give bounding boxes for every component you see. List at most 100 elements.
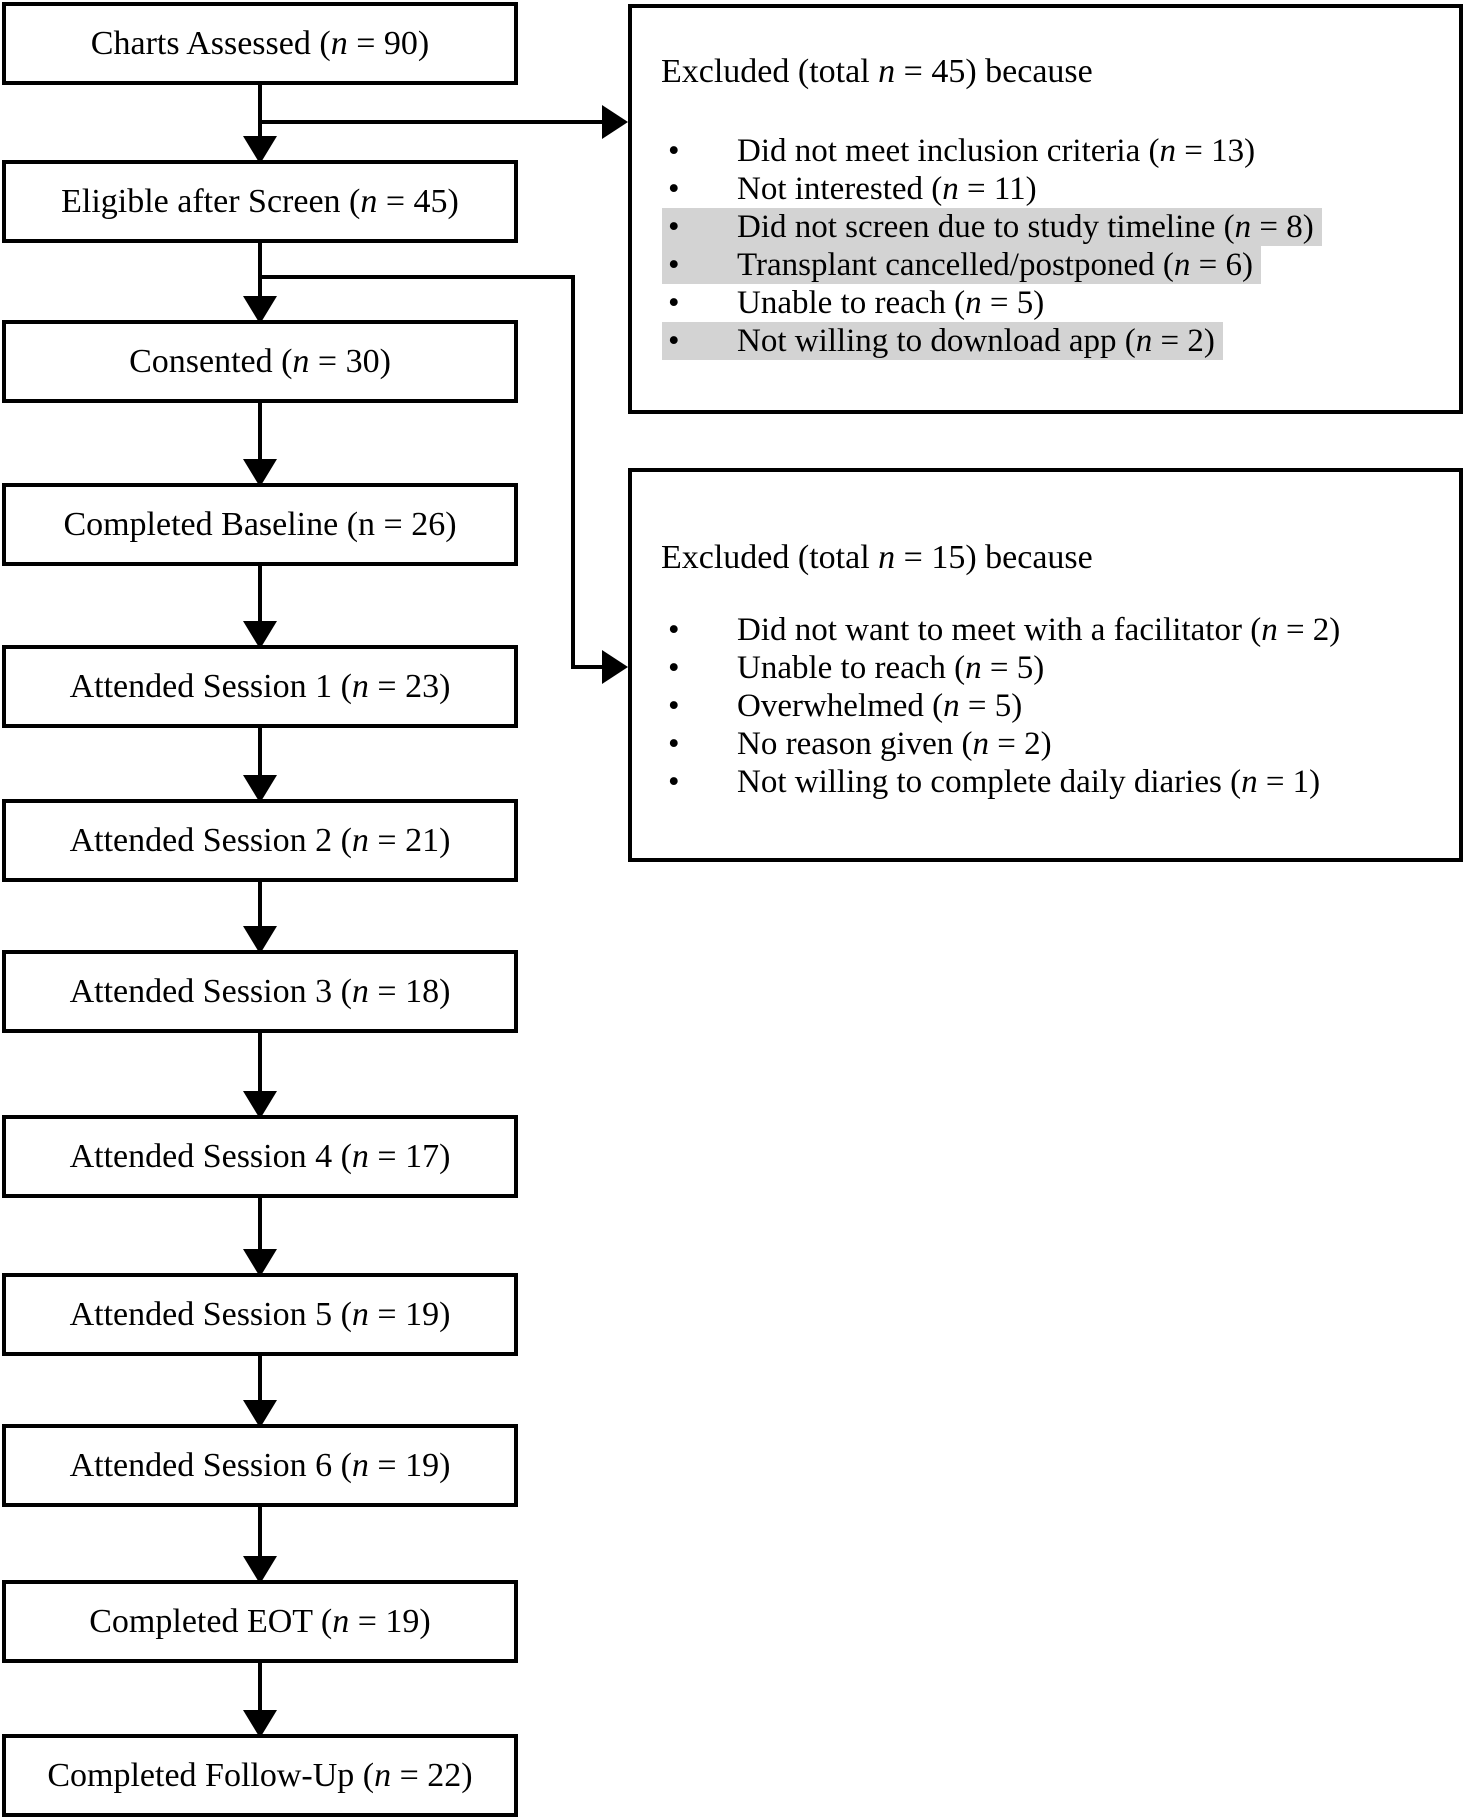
- flow-box-attended-session-4: Attended Session 4 (n = 17): [2, 1115, 518, 1198]
- bullet-marker: •: [668, 133, 680, 169]
- flow-arrowhead-down: [243, 1710, 277, 1738]
- n-variable: n: [878, 53, 896, 90]
- flow-connector-line: [258, 728, 262, 799]
- exclusion-bullet-list: •Did not meet inclusion criteria (n = 13…: [632, 132, 1459, 360]
- exclusion-bullet-row: • Not willing to complete daily diaries (…: [632, 763, 1459, 801]
- flow-box-label: Completed Follow-Up (n = 22): [47, 1756, 473, 1794]
- flow-connector-line: [258, 403, 262, 483]
- n-variable: n: [351, 1137, 369, 1175]
- n-variable: n: [1173, 247, 1191, 283]
- flow-connector-line: [258, 566, 262, 645]
- exclusion-bullet-row: • Unable to reach (n = 5): [632, 649, 1459, 687]
- n-variable: n: [332, 1602, 350, 1640]
- n-variable: n: [351, 667, 369, 705]
- flow-arrowhead-down: [243, 621, 277, 649]
- bullet-marker: •: [668, 650, 680, 686]
- flow-box-label: Completed EOT (n = 19): [89, 1602, 431, 1640]
- branch-line-to-excluded-45: [258, 120, 604, 124]
- bullet-text: Unable to reach (n = 5): [737, 285, 1045, 321]
- bullet-marker: •: [668, 209, 680, 245]
- bullet-text: Unable to reach (n = 5): [737, 650, 1045, 686]
- flow-arrowhead-down: [243, 1249, 277, 1277]
- flow-box-completed-baseline: Completed Baseline (n = 26): [2, 483, 518, 566]
- bullet-text: Not willing to complete daily diaries (n…: [737, 764, 1321, 800]
- n-variable: n: [351, 972, 369, 1010]
- flow-connector-line: [258, 1356, 262, 1424]
- flow-arrowhead-down: [243, 1400, 277, 1428]
- bullet-marker: •: [668, 764, 680, 800]
- bullet-marker: •: [668, 688, 680, 724]
- branch-line-to-excluded-15: [258, 275, 575, 279]
- flow-box-label: Attended Session 3 (n = 18): [69, 972, 451, 1010]
- bullet-text: Did not want to meet with a facilitator …: [737, 612, 1341, 648]
- highlighted-span: • Not willing to download app (n = 2): [662, 322, 1223, 360]
- bullet-span: •No reason given (n = 2): [662, 725, 1060, 763]
- exclusion-box-45: Excluded (total n = 45) because •Did not…: [628, 4, 1463, 414]
- exclusion-bullet-row: • Unable to reach (n = 5): [632, 284, 1459, 322]
- bullet-marker: •: [668, 285, 680, 321]
- bullet-text: Overwhelmed (n = 5): [737, 688, 1023, 724]
- flow-connector-line: [258, 243, 262, 320]
- bullet-marker: •: [668, 171, 680, 207]
- branch-arrowhead-right: [602, 105, 628, 139]
- bullet-marker: •: [668, 323, 680, 359]
- bullet-marker: •: [668, 612, 680, 648]
- flow-box-label: Consented (n = 30): [129, 342, 391, 380]
- flow-arrowhead-down: [243, 136, 277, 164]
- n-variable: n: [1261, 612, 1278, 648]
- branch-line-to-excluded-15: [571, 665, 604, 669]
- bullet-span: • Not willing to complete daily diaries (…: [662, 763, 1328, 801]
- flow-arrowhead-down: [243, 459, 277, 487]
- exclusion-bullet-row: • Overwhelmed (n = 5): [632, 687, 1459, 725]
- n-variable: n: [358, 505, 376, 543]
- flow-box-attended-session-1: Attended Session 1 (n = 23): [2, 645, 518, 728]
- branch-line-to-excluded-15: [571, 275, 575, 669]
- flow-box-eligible-after-screen: Eligible after Screen (n = 45): [2, 160, 518, 243]
- bullet-text: Did not screen due to study timeline (n …: [737, 209, 1314, 245]
- bullet-span: • Unable to reach (n = 5): [662, 649, 1052, 687]
- exclusion-header: Excluded (total n = 15) because: [661, 539, 1093, 576]
- flow-arrowhead-down: [243, 1091, 277, 1119]
- flow-box-attended-session-3: Attended Session 3 (n = 18): [2, 950, 518, 1033]
- flow-connector-line: [258, 1198, 262, 1273]
- flow-box-label: Attended Session 1 (n = 23): [69, 667, 451, 705]
- exclusion-bullet-row: • Not willing to download app (n = 2): [632, 322, 1459, 360]
- flow-box-consented: Consented (n = 30): [2, 320, 518, 403]
- n-variable: n: [374, 1756, 392, 1794]
- flow-connector-line: [258, 1663, 262, 1734]
- bullet-text: Transplant cancelled/postponed (n = 6): [737, 247, 1253, 283]
- flow-arrowhead-down: [243, 775, 277, 803]
- bullet-marker: •: [668, 247, 680, 283]
- flow-connector-line: [258, 1507, 262, 1580]
- bullet-text: Not willing to download app (n = 2): [737, 323, 1215, 359]
- flow-box-label: Attended Session 4 (n = 17): [69, 1137, 451, 1175]
- n-variable: n: [1135, 323, 1153, 359]
- flow-box-label: Eligible after Screen (n = 45): [61, 182, 459, 220]
- n-variable: n: [292, 342, 310, 380]
- bullet-marker: •: [668, 726, 680, 762]
- highlighted-span: • Did not screen due to study timeline (n…: [662, 208, 1322, 246]
- n-variable: n: [1159, 133, 1176, 169]
- n-variable: n: [351, 821, 369, 859]
- n-variable: n: [972, 726, 990, 762]
- exclusion-bullet-row: • Transplant cancelled/postponed (n = 6): [632, 246, 1459, 284]
- n-variable: n: [351, 1446, 369, 1484]
- flow-box-label: Charts Assessed (n = 90): [90, 24, 430, 62]
- flow-connector-line: [258, 1033, 262, 1115]
- n-variable: n: [360, 182, 378, 220]
- n-variable: n: [878, 539, 896, 576]
- bullet-span: • Unable to reach (n = 5): [662, 284, 1052, 322]
- flow-box-label: Attended Session 5 (n = 19): [69, 1295, 451, 1333]
- n-variable: n: [1241, 764, 1258, 800]
- exclusion-bullet-row: • Did not want to meet with a facilitator…: [632, 611, 1459, 649]
- n-variable: n: [965, 650, 982, 686]
- exclusion-bullet-row: •Did not meet inclusion criteria (n = 13…: [632, 132, 1459, 170]
- n-variable: n: [965, 285, 982, 321]
- flow-box-attended-session-2: Attended Session 2 (n = 21): [2, 799, 518, 882]
- bullet-span: • Overwhelmed (n = 5): [662, 687, 1030, 725]
- exclusion-box-15: Excluded (total n = 15) because • Did not…: [628, 468, 1463, 862]
- flow-connector-line: [258, 882, 262, 950]
- bullet-span: • Did not want to meet with a facilitator…: [662, 611, 1348, 649]
- n-variable: n: [942, 171, 959, 207]
